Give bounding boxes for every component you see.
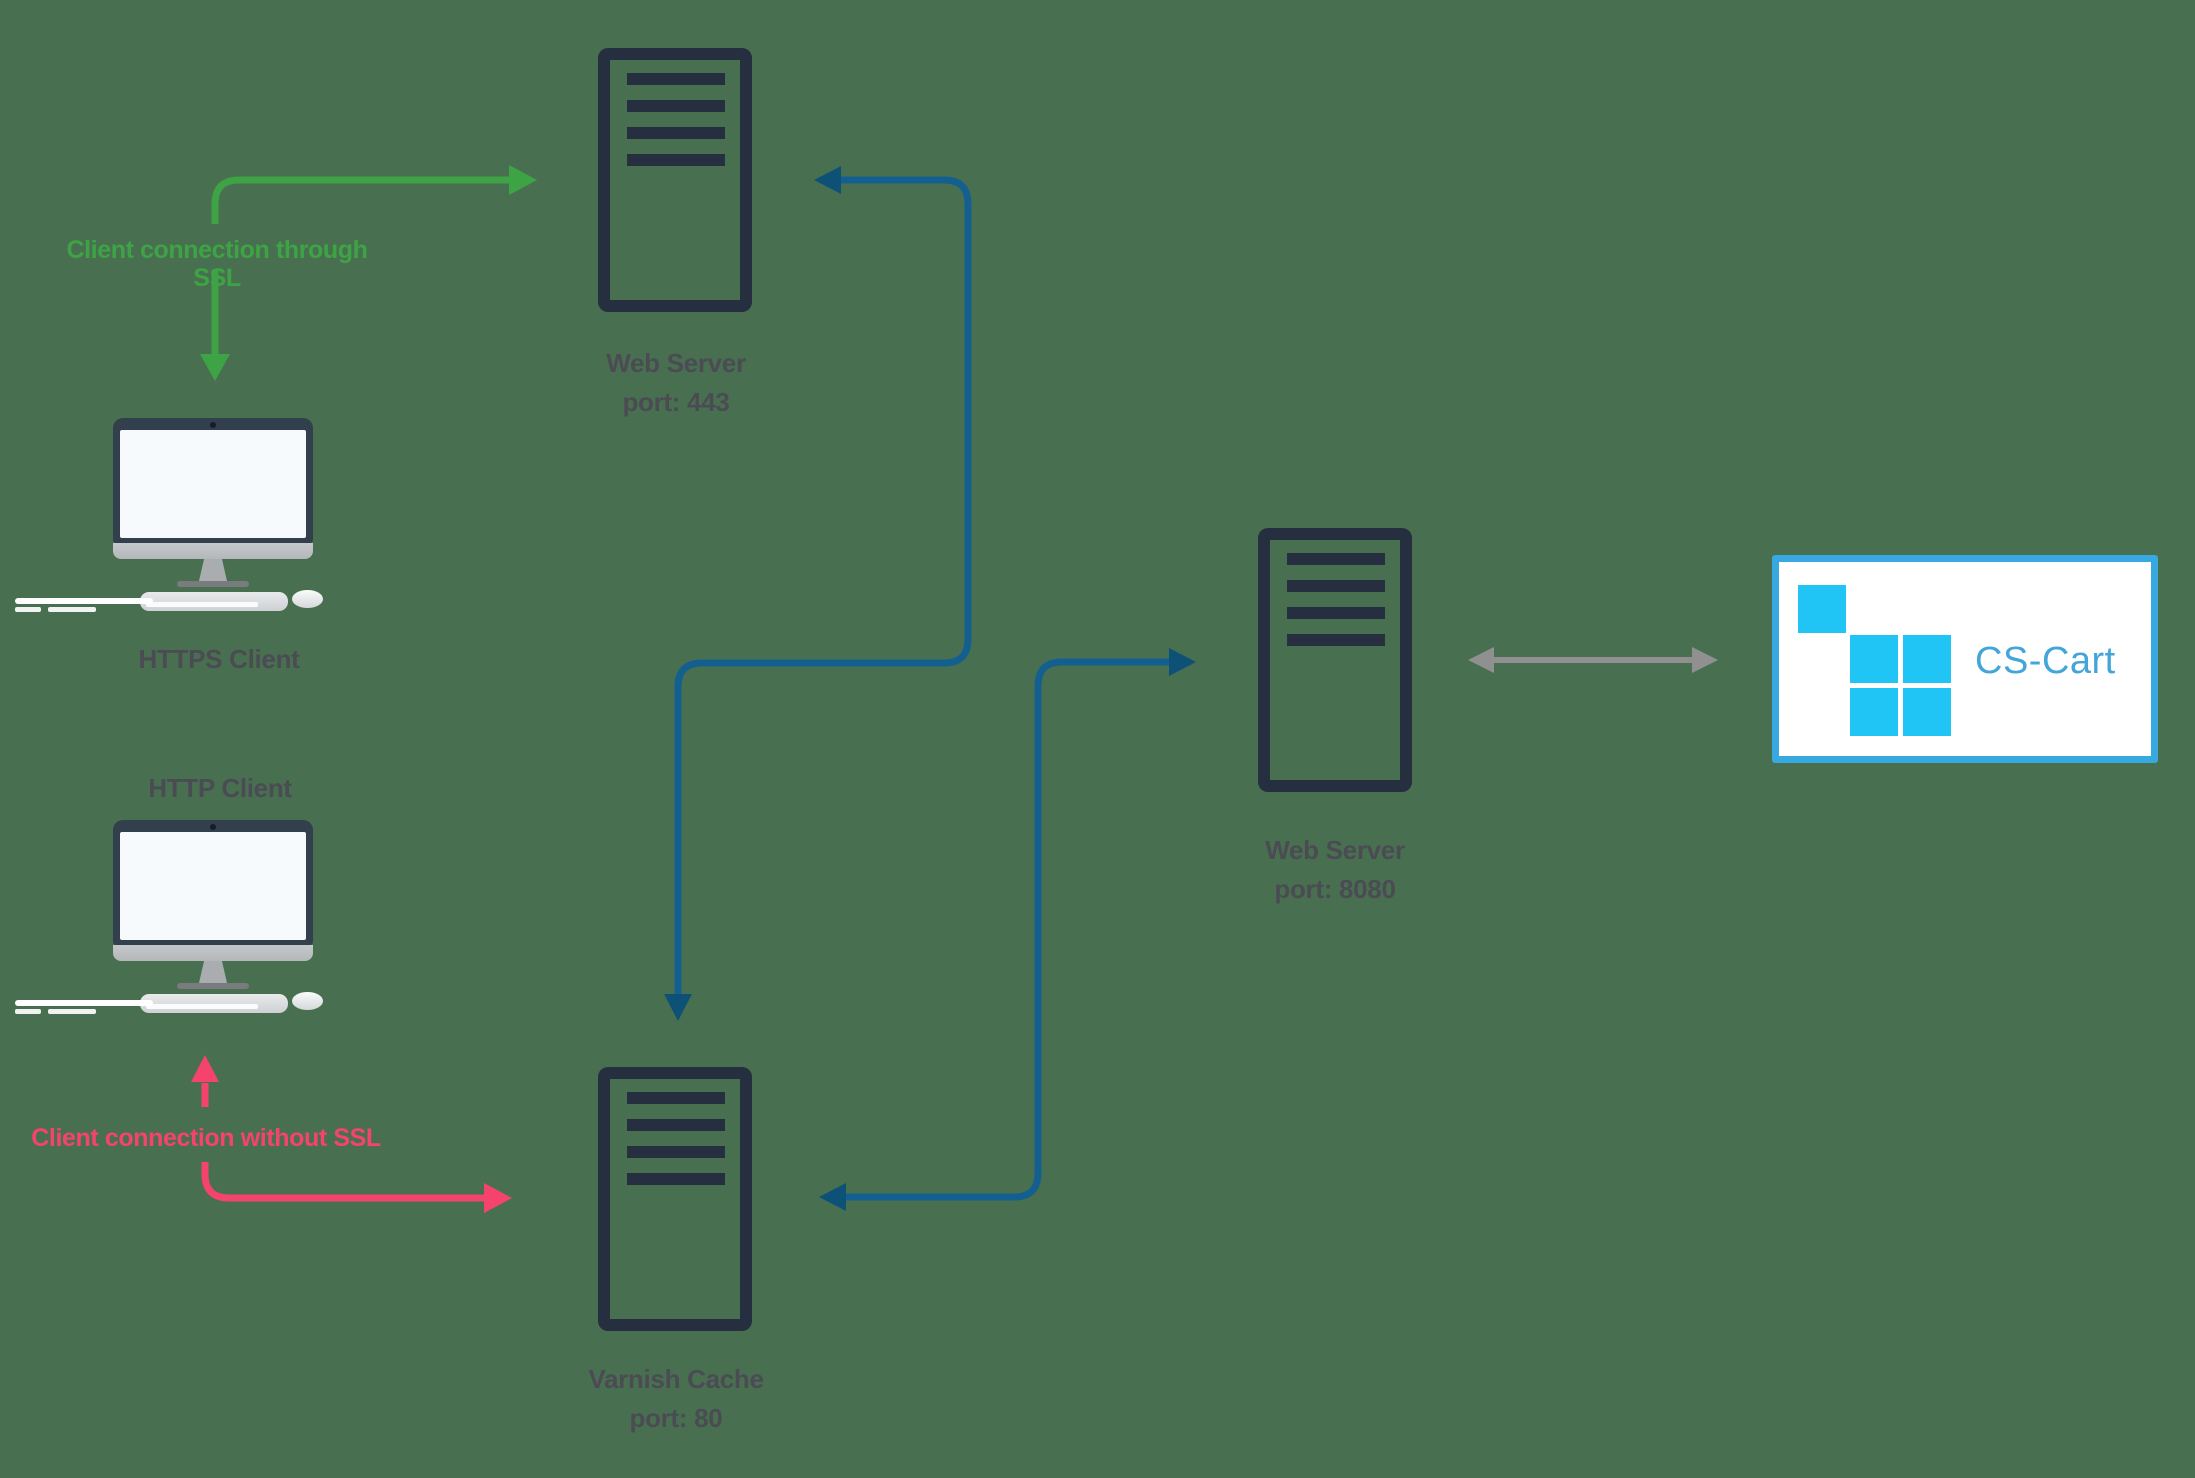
monitor-stand <box>199 559 227 581</box>
decorative-line <box>15 1009 41 1014</box>
server-slot-icon <box>627 1173 725 1185</box>
keyboard-highlight <box>146 602 258 607</box>
ssl-connection-annotation: Client connection through SSL <box>66 236 368 292</box>
cs-cart-logo-square-icon <box>1850 688 1898 736</box>
server-slot-icon <box>1287 607 1385 619</box>
gray-arrowhead-left-icon <box>1468 647 1494 673</box>
mouse-icon <box>292 590 323 608</box>
connection-varnish-webserver8080 <box>819 648 1196 1211</box>
blue-arrowhead-left-2-icon <box>819 1183 846 1211</box>
server-slot-icon <box>627 100 725 112</box>
decorative-line <box>48 1009 96 1014</box>
web-server-443-port: port: 443 <box>622 387 730 417</box>
server-slot-icon <box>627 1092 725 1104</box>
web-server-8080-name: Web Server <box>1265 835 1405 865</box>
web-server-443-label: Web Server port: 443 <box>556 344 796 422</box>
server-slot-icon <box>1287 634 1385 646</box>
monitor-camera-dot <box>210 824 216 830</box>
cs-cart-logo-square-icon <box>1903 635 1951 683</box>
varnish-cache-icon <box>598 1067 752 1331</box>
monitor-screen <box>120 430 306 538</box>
web-server-8080-port: port: 8080 <box>1274 874 1396 904</box>
monitor-base <box>177 983 249 989</box>
varnish-cache-port: port: 80 <box>629 1403 723 1433</box>
http-client-computer-icon <box>15 820 328 1016</box>
web-server-443-icon <box>598 48 752 312</box>
varnish-cache-label: Varnish Cache port: 80 <box>556 1360 796 1438</box>
decorative-line <box>15 607 41 612</box>
decorative-line <box>15 598 153 604</box>
web-server-8080-icon <box>1258 528 1412 792</box>
blue-arrowhead-right-icon <box>1169 648 1196 676</box>
keyboard-highlight <box>146 1004 258 1009</box>
red-connection-line <box>201 1083 484 1202</box>
server-slot-icon <box>627 73 725 85</box>
mouse-icon <box>292 992 323 1010</box>
server-slot-icon <box>627 154 725 166</box>
monitor-base <box>177 581 249 587</box>
connection-https-to-webserver443 <box>200 165 537 381</box>
varnish-cache-name: Varnish Cache <box>588 1364 764 1394</box>
red-arrowhead-up-icon <box>191 1055 219 1082</box>
server-slot-icon <box>627 1119 725 1131</box>
green-connection-line <box>211 176 511 354</box>
decorative-line <box>48 607 96 612</box>
green-arrowhead-right-icon <box>509 165 537 195</box>
web-server-8080-label: Web Server port: 8080 <box>1215 831 1455 909</box>
connection-webserver8080-cscart <box>1468 647 1718 673</box>
monitor-chin <box>113 945 313 961</box>
blue-connection-line-1 <box>674 176 972 994</box>
blue-arrowhead-left-icon <box>814 166 841 194</box>
no-ssl-connection-annotation: Client connection without SSL <box>31 1124 381 1152</box>
server-slot-icon <box>1287 580 1385 592</box>
web-server-443-name: Web Server <box>606 348 746 378</box>
http-client-label: HTTP Client <box>148 773 292 803</box>
server-slot-icon <box>627 1146 725 1158</box>
green-arrowhead-down-icon <box>200 354 230 381</box>
server-slot-icon <box>1287 553 1385 565</box>
cs-cart-box: CS-Cart <box>1772 555 2158 763</box>
red-arrowhead-right-icon <box>484 1183 512 1213</box>
https-client-label: HTTPS Client <box>138 644 300 674</box>
cs-cart-logo-square-icon <box>1798 585 1846 633</box>
monitor-screen <box>120 832 306 940</box>
connection-http-to-varnish <box>191 1055 512 1213</box>
monitor-chin <box>113 543 313 559</box>
blue-connection-line-2 <box>846 658 1169 1201</box>
gray-arrowhead-right-icon <box>1692 647 1718 673</box>
cs-cart-logo-square-icon <box>1903 688 1951 736</box>
connection-webserver443-varnish <box>664 166 972 1021</box>
monitor-camera-dot <box>210 422 216 428</box>
https-client-computer-icon <box>15 418 328 614</box>
cs-cart-logo-square-icon <box>1850 635 1898 683</box>
blue-arrowhead-down-icon <box>664 994 692 1021</box>
cs-cart-brand-label: CS-Cart <box>1975 640 2116 682</box>
monitor-stand <box>199 961 227 983</box>
server-slot-icon <box>627 127 725 139</box>
decorative-line <box>15 1000 153 1006</box>
